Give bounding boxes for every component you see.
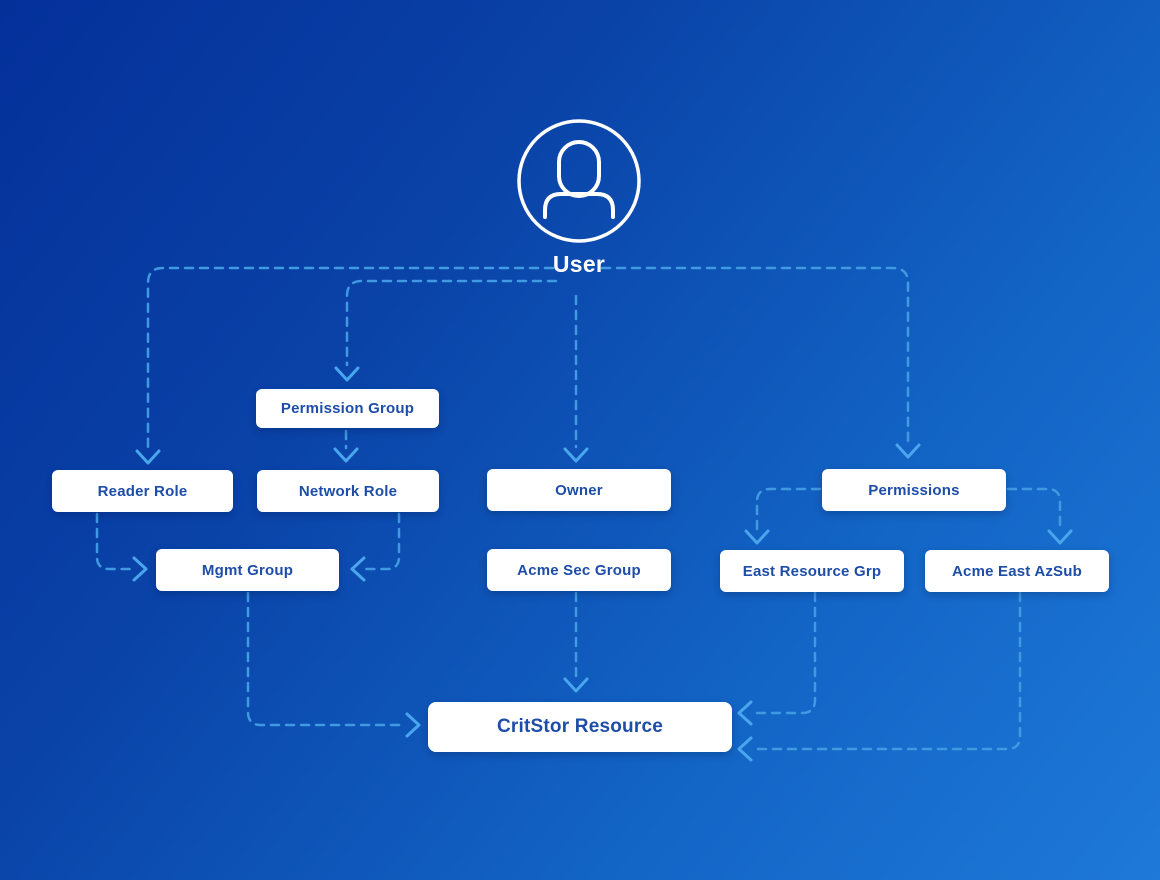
edge-mgmt-group-to-critstor [246, 591, 405, 727]
edge-user-to-reader-role [146, 266, 555, 450]
edge-user-to-permission-group [345, 279, 558, 367]
edge-network-role-to-mgmt-group [364, 512, 401, 571]
arrowhead-down-owner [563, 447, 589, 463]
node-east-resource-grp: East Resource Grp [720, 550, 904, 592]
node-owner: Owner [487, 469, 671, 511]
arrowhead-right-critstor-left [405, 712, 421, 738]
arrowhead-down-permission-group [334, 366, 360, 382]
edge-permissions-to-acme-east-azsub [1006, 487, 1062, 532]
node-acme-east-azsub: Acme East AzSub [925, 550, 1109, 592]
arrowhead-left-critstor-lower [737, 736, 753, 762]
arrowhead-down-acme-east-azsub [1047, 529, 1073, 545]
arrowhead-down-critstor-top [563, 677, 589, 693]
arrowhead-down-east-resource-grp [744, 529, 770, 545]
node-acme-sec-group: Acme Sec Group [487, 549, 671, 591]
edge-permissions-to-east-resource-grp [755, 487, 822, 532]
node-critstor-resource: CritStor Resource [428, 702, 732, 752]
arrowhead-right-mgmt-group [132, 556, 148, 582]
edge-user-to-permissions [600, 266, 910, 445]
user-icon [517, 119, 641, 243]
edge-east-resource-grp-to-critstor [752, 591, 817, 715]
arrowhead-down-permissions [895, 443, 921, 459]
arrowhead-down-network-role [333, 447, 359, 463]
edge-reader-role-to-mgmt-group [95, 512, 132, 571]
edge-acme-east-azsub-to-critstor [752, 591, 1022, 751]
node-permissions: Permissions [822, 469, 1006, 511]
user-label: User [552, 251, 606, 277]
arrowhead-down-reader-role [135, 449, 161, 465]
node-reader-role: Reader Role [52, 470, 233, 512]
node-mgmt-group: Mgmt Group [156, 549, 339, 591]
arrowhead-left-mgmt-group [350, 556, 366, 582]
arrowhead-left-critstor-upper [737, 700, 753, 726]
node-network-role: Network Role [257, 470, 439, 512]
user-node: User [509, 117, 649, 278]
node-permission-group: Permission Group [256, 389, 439, 428]
